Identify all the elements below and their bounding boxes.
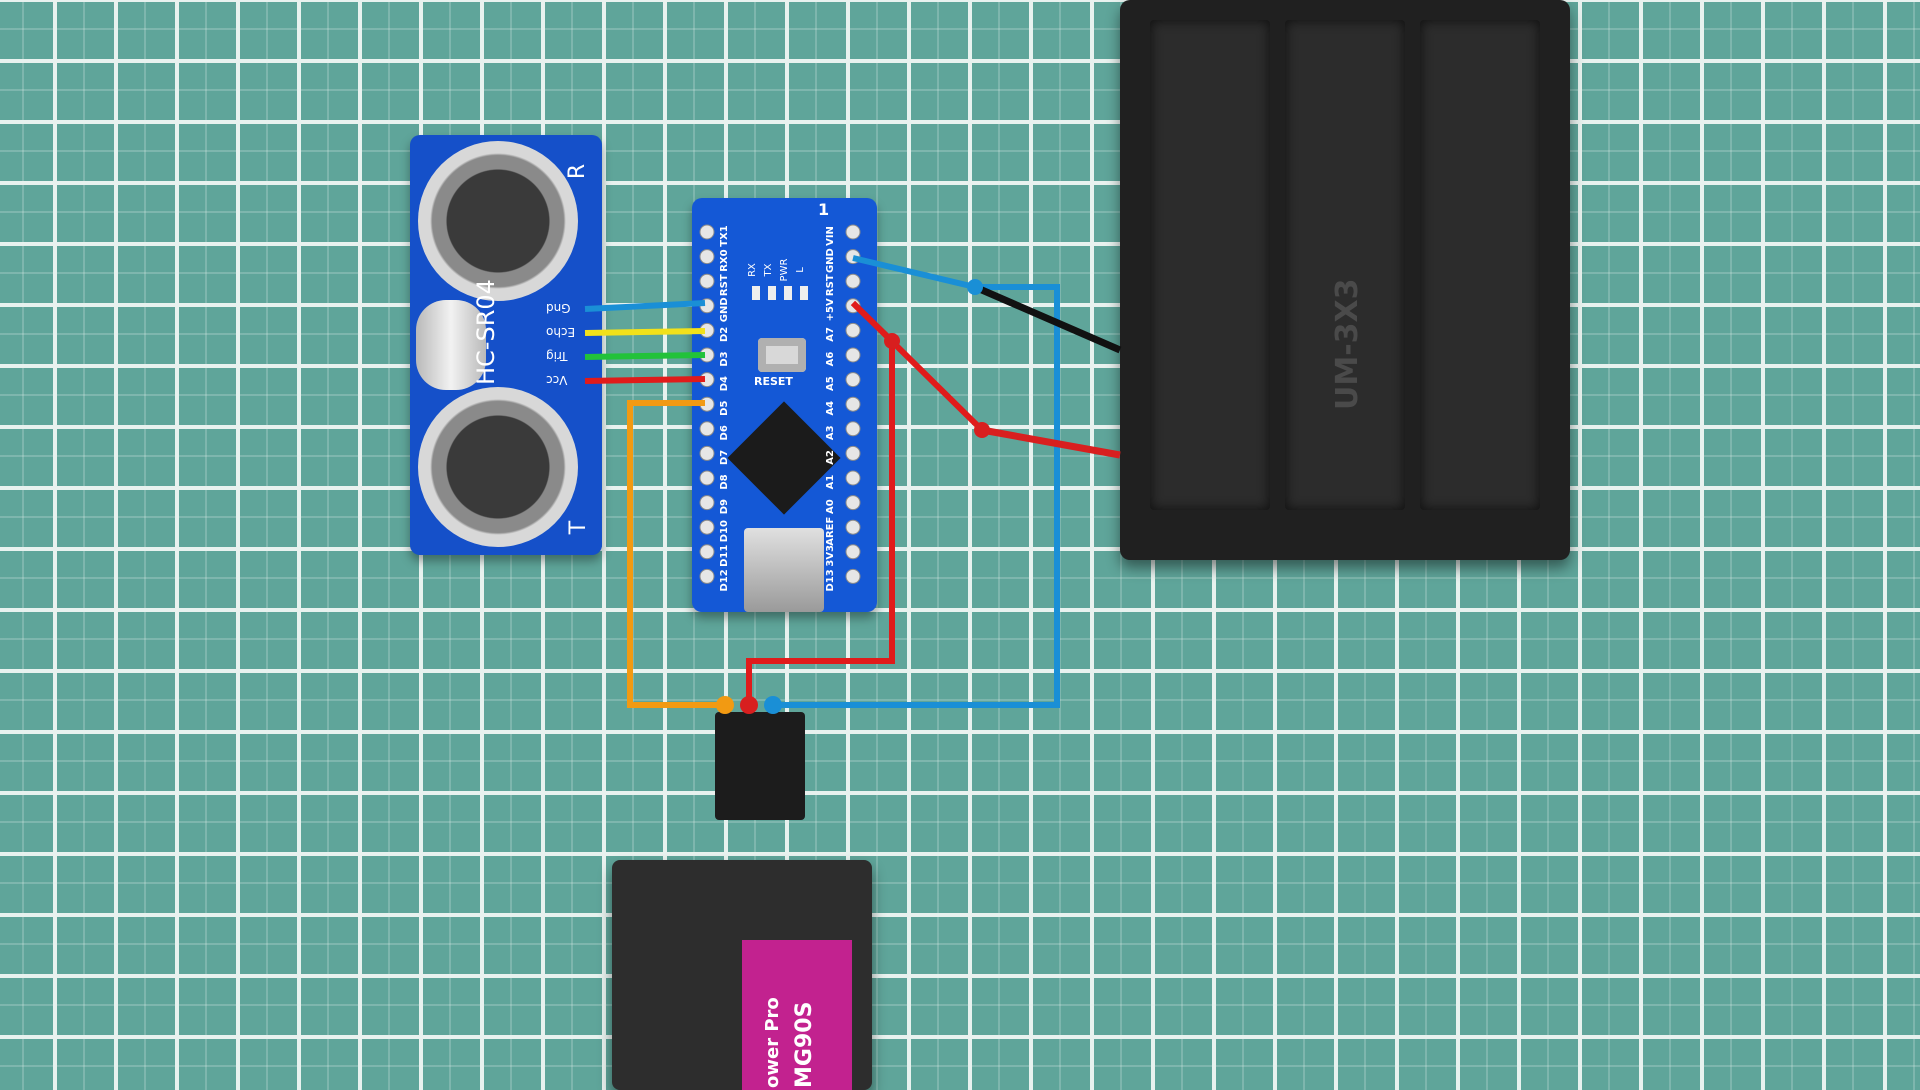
servo-motor: MG90S ower Pro	[612, 860, 872, 1090]
nano-bottom-label-8: A3	[825, 425, 836, 440]
junction-5v-battery	[974, 422, 990, 438]
junction-5v	[884, 333, 900, 349]
ultrasonic-sensor-board: HC-SR04 R T Gnd Echo Trig Vcc	[410, 135, 602, 555]
nano-bottom-label-4: A7	[825, 327, 836, 342]
nano-top-pin-11	[699, 495, 715, 511]
servo-pin-gnd	[764, 696, 782, 714]
led-tx	[768, 286, 776, 300]
nano-top-label-3: GND	[719, 297, 730, 322]
wire-gnd	[584, 300, 706, 312]
nano-bottom-pin-4	[845, 322, 861, 338]
nano-led-label-0: RX	[747, 263, 758, 277]
led-rx	[752, 286, 760, 300]
nano-bottom-pin-7	[845, 396, 861, 412]
wire-trig	[584, 352, 706, 360]
nano-top-label-12: D10	[719, 520, 730, 542]
nano-bottom-pin-12	[845, 519, 861, 535]
nano-bottom-pin-11	[845, 495, 861, 511]
wire-5v-servo	[746, 300, 895, 705]
pin-number-label: 1	[818, 200, 830, 219]
nano-led-label-3: L	[795, 267, 806, 273]
nano-top-label-0: TX1	[719, 225, 730, 247]
nano-bottom-pin-13	[845, 544, 861, 560]
servo-connector	[715, 712, 805, 820]
nano-bottom-pin-8	[845, 421, 861, 437]
nano-bottom-pin-2	[845, 273, 861, 289]
nano-bottom-label-6: A5	[825, 376, 836, 391]
nano-bottom-label-5: A6	[825, 352, 836, 367]
nano-top-label-13: D11	[719, 545, 730, 567]
crystal-oscillator	[416, 300, 486, 390]
servo-pin-signal	[716, 696, 734, 714]
nano-top-label-6: D4	[719, 376, 730, 391]
wire-gnd-servo	[773, 255, 1060, 708]
nano-top-pin-12	[699, 519, 715, 535]
nano-bottom-label-11: A0	[825, 499, 836, 514]
nano-bottom-pin-9	[845, 445, 861, 461]
nano-top-label-9: D7	[719, 450, 730, 465]
nano-top-pin-13	[699, 544, 715, 560]
battery-cell-1	[1150, 20, 1270, 510]
nano-bottom-pin-5	[845, 347, 861, 363]
wire-servo-signal	[627, 400, 725, 708]
wire-5v-battery	[850, 300, 985, 433]
nano-top-label-5: D3	[719, 351, 730, 366]
nano-top-pin-9	[699, 445, 715, 461]
nano-top-pin-0	[699, 224, 715, 240]
servo-pin-vcc	[740, 696, 758, 714]
nano-bottom-label-12: AREF	[825, 517, 836, 546]
nano-top-pin-1	[699, 249, 715, 265]
nano-bottom-label-10: A1	[825, 475, 836, 490]
nano-bottom-pin-0	[845, 224, 861, 240]
nano-top-label-11: D9	[719, 499, 730, 514]
nano-led-label-1: TX	[763, 263, 774, 277]
nano-top-label-7: D5	[719, 401, 730, 416]
nano-top-label-8: D6	[719, 425, 730, 440]
servo-sticker: MG90S ower Pro	[742, 940, 852, 1090]
wire-vcc	[584, 376, 706, 384]
battery-cell-2	[1285, 20, 1405, 510]
usb-port	[744, 528, 824, 612]
nano-bottom-pin-14	[845, 568, 861, 584]
nano-bottom-pin-6	[845, 372, 861, 388]
nano-top-pin-8	[699, 421, 715, 437]
battery-cell-3	[1420, 20, 1540, 510]
reset-label: RESET	[754, 375, 793, 388]
led-l	[800, 286, 808, 300]
nano-bottom-label-13: 3V3	[825, 545, 836, 567]
nano-bottom-label-1: GND	[825, 248, 836, 273]
nano-led-label-2: PWR	[779, 259, 790, 282]
reset-button	[758, 338, 806, 372]
nano-bottom-pin-10	[845, 470, 861, 486]
nano-bottom-label-3: +5V	[825, 298, 836, 321]
junction-gnd-battery	[967, 279, 983, 295]
nano-bottom-label-0: VIN	[825, 226, 836, 246]
nano-bottom-label-9: A2	[825, 450, 836, 465]
nano-bottom-label-2: RST	[825, 274, 836, 296]
transducer-transmitter	[418, 387, 578, 547]
nano-top-pin-10	[699, 470, 715, 486]
transducer-receiver	[418, 141, 578, 301]
nano-top-label-2: RST	[719, 274, 730, 296]
nano-top-label-10: D8	[719, 474, 730, 489]
battery-lead-black	[973, 283, 1122, 354]
led-pwr	[784, 286, 792, 300]
battery-lead-red	[981, 426, 1121, 459]
nano-top-pin-14	[699, 568, 715, 584]
nano-top-pin-2	[699, 273, 715, 289]
nano-bottom-label-7: A4	[825, 401, 836, 416]
wire-echo	[584, 328, 706, 336]
nano-top-label-14: D12	[719, 569, 730, 591]
nano-top-label-4: D2	[719, 327, 730, 342]
arduino-nano-board: 1 RESET	[692, 198, 877, 612]
battery-holder: UM-3X3	[1120, 0, 1570, 560]
nano-top-label-1: RX0	[719, 249, 730, 271]
nano-bottom-label-14: D13	[825, 569, 836, 591]
